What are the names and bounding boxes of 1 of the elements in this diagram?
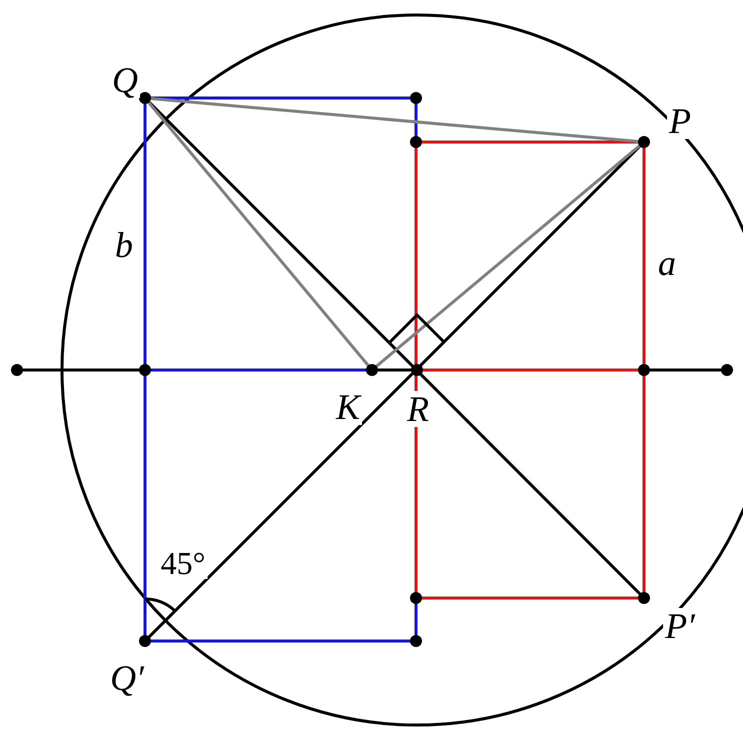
point-label: R: [405, 391, 431, 427]
